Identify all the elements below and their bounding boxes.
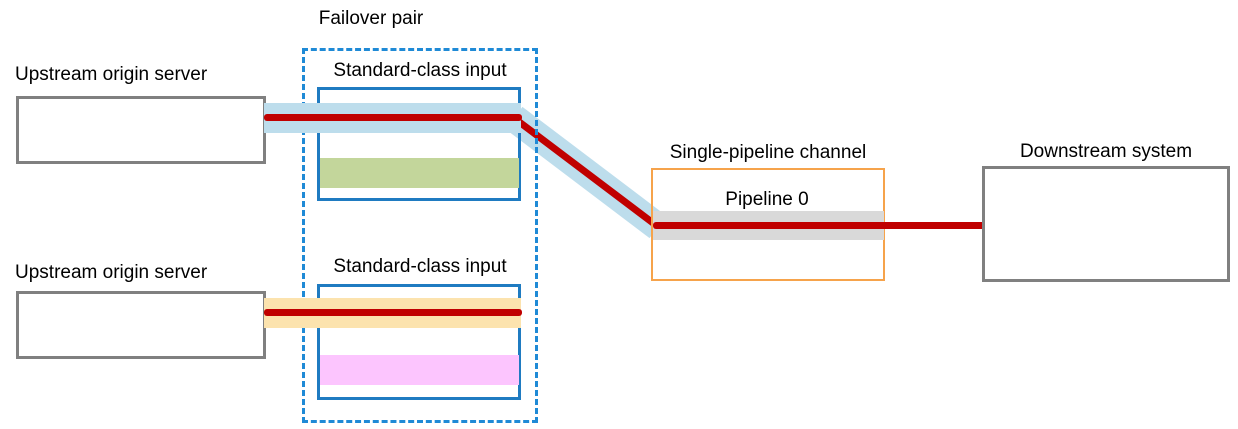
- standard-class-input-top-label: Standard-class input: [333, 60, 507, 81]
- upstream-origin-server-bottom-label: Upstream origin server: [15, 262, 208, 283]
- standard-class-input-top-box: [317, 87, 521, 201]
- upstream-origin-server-top-box: [16, 96, 266, 164]
- top-red-flow-line: [264, 114, 522, 121]
- channel-to-downstream-red-flow-line: [653, 222, 1076, 229]
- bottom-red-flow-line: [264, 309, 522, 316]
- pipeline-0-label: Pipeline 0: [725, 189, 809, 210]
- single-pipeline-channel-label: Single-pipeline channel: [669, 142, 867, 163]
- downstream-system-label: Downstream system: [1019, 141, 1193, 162]
- input-bottom-queue-band-pink: [320, 355, 519, 385]
- upstream-origin-server-top-label: Upstream origin server: [15, 64, 208, 85]
- failover-pair-title: Failover pair: [318, 8, 424, 29]
- input-top-queue-band-green: [320, 158, 519, 188]
- failover-pair-group-boundary: [302, 48, 538, 423]
- downstream-system-box: [982, 166, 1230, 282]
- upstream-origin-server-bottom-box: [16, 291, 266, 359]
- standard-class-input-bottom-box: [317, 284, 521, 400]
- standard-class-input-bottom-label: Standard-class input: [333, 256, 507, 277]
